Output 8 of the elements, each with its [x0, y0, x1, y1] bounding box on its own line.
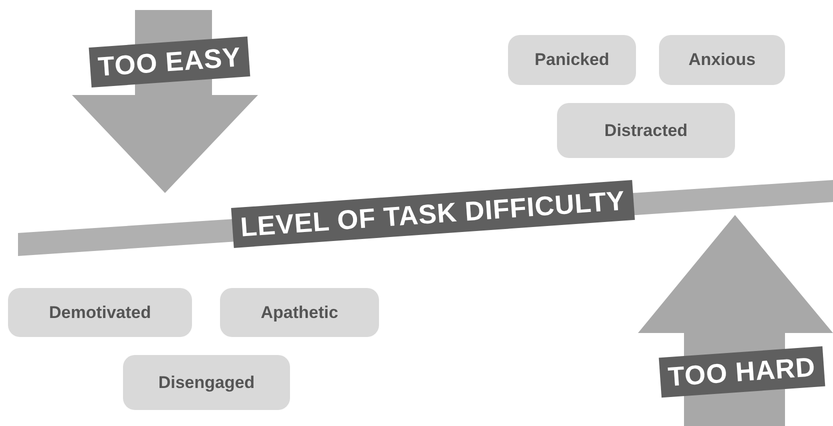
emotion-box: Demotivated — [8, 288, 192, 337]
emotion-box: Disengaged — [123, 355, 290, 410]
emotion-box: Panicked — [508, 35, 636, 85]
banner-label: LEVEL OF TASK DIFFICULTY — [231, 180, 634, 248]
emotion-box: Apathetic — [220, 288, 379, 337]
banner-label: TOO EASY — [88, 36, 250, 88]
emotion-box: Distracted — [557, 103, 735, 158]
emotion-box: Anxious — [659, 35, 785, 85]
